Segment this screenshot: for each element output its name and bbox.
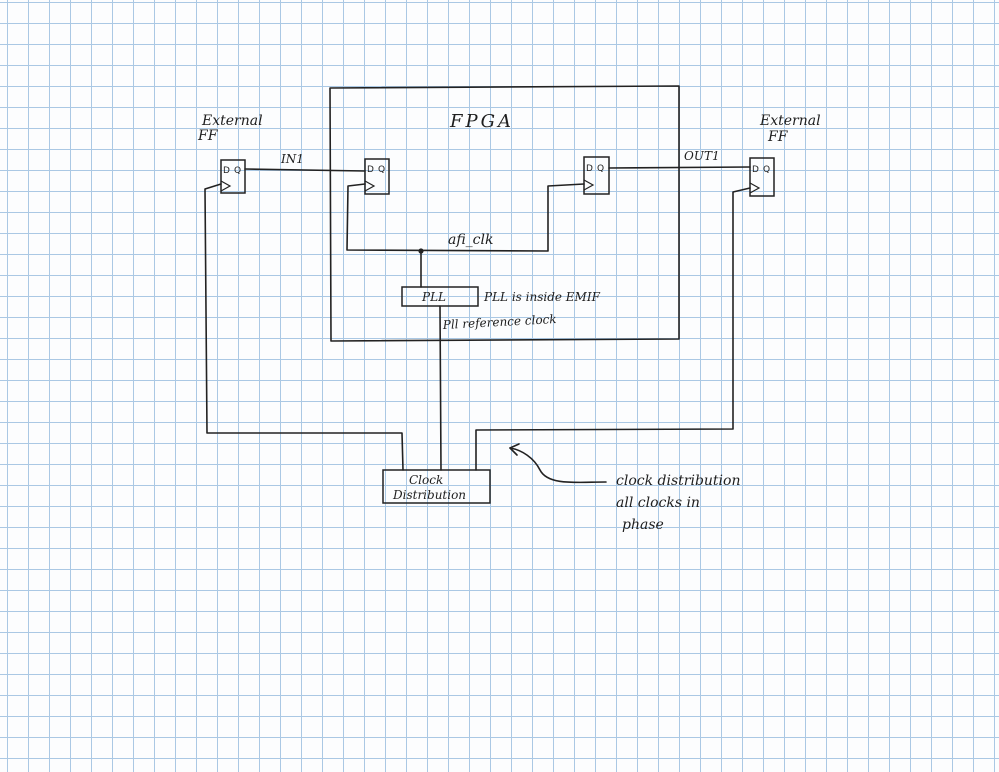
signal-in1-label: IN1 — [280, 152, 304, 166]
wire-afi-clk — [346, 183, 585, 252]
signal-out1-label: OUT1 — [684, 149, 720, 163]
clock-triangle-icon — [583, 179, 595, 191]
fpga-input-ff: D Q — [364, 158, 390, 195]
external-ff-left-label-line2: FF — [197, 128, 219, 144]
external-ff-right-label-line1: External — [759, 113, 821, 129]
clock-triangle-icon — [220, 180, 232, 192]
external-ff-left: D Q — [220, 159, 246, 194]
clock-distribution-label-line2: Distribution — [392, 488, 466, 502]
wire-clock-right — [475, 187, 751, 471]
external-ff-right: D Q — [749, 157, 775, 197]
pll-reference-clock-label: Pll reference clock — [441, 312, 557, 332]
clock-triangle-icon — [749, 182, 761, 194]
annotation-arrow — [509, 447, 607, 484]
pll-note: PLL is inside EMIF — [483, 290, 601, 304]
pll-block-label: PLL — [421, 290, 446, 304]
ff-pin-q: Q — [234, 166, 241, 176]
ff-pin-d: D — [367, 165, 374, 175]
fpga-label: FPGA — [449, 111, 514, 132]
ff-pin-q: Q — [597, 164, 604, 174]
clock-triangle-icon — [364, 180, 376, 192]
ff-pin-d: D — [223, 166, 230, 176]
external-ff-left-label-line1: External — [201, 113, 263, 129]
fpga-boundary — [329, 85, 680, 342]
clock-distribution-note-line1: clock distribution — [616, 473, 740, 489]
wire-out1 — [608, 166, 751, 169]
afi-clk-label: afi_clk — [448, 232, 494, 248]
external-ff-left-body — [220, 159, 246, 194]
ff-pin-d: D — [752, 165, 759, 175]
wire-in1 — [244, 168, 366, 172]
clock-distribution-note-line2: all clocks in — [616, 495, 700, 511]
clock-distribution-label-line1: Clock — [409, 473, 443, 487]
ff-pin-d: D — [586, 164, 593, 174]
fpga-output-ff: D Q — [583, 156, 610, 195]
external-ff-right-label-line2: FF — [767, 129, 789, 145]
fpga-output-ff-body — [583, 156, 610, 195]
fpga-input-ff-body — [364, 158, 390, 195]
ff-pin-q: Q — [763, 165, 770, 175]
wire-clock-left — [204, 183, 404, 471]
arrowhead-icon — [509, 443, 520, 456]
external-ff-right-body — [749, 157, 775, 197]
clock-distribution-note-line3: phase — [622, 517, 664, 533]
ff-pin-q: Q — [378, 165, 385, 175]
clock-distribution-block — [382, 469, 491, 504]
wire-pll-reference — [439, 305, 442, 471]
